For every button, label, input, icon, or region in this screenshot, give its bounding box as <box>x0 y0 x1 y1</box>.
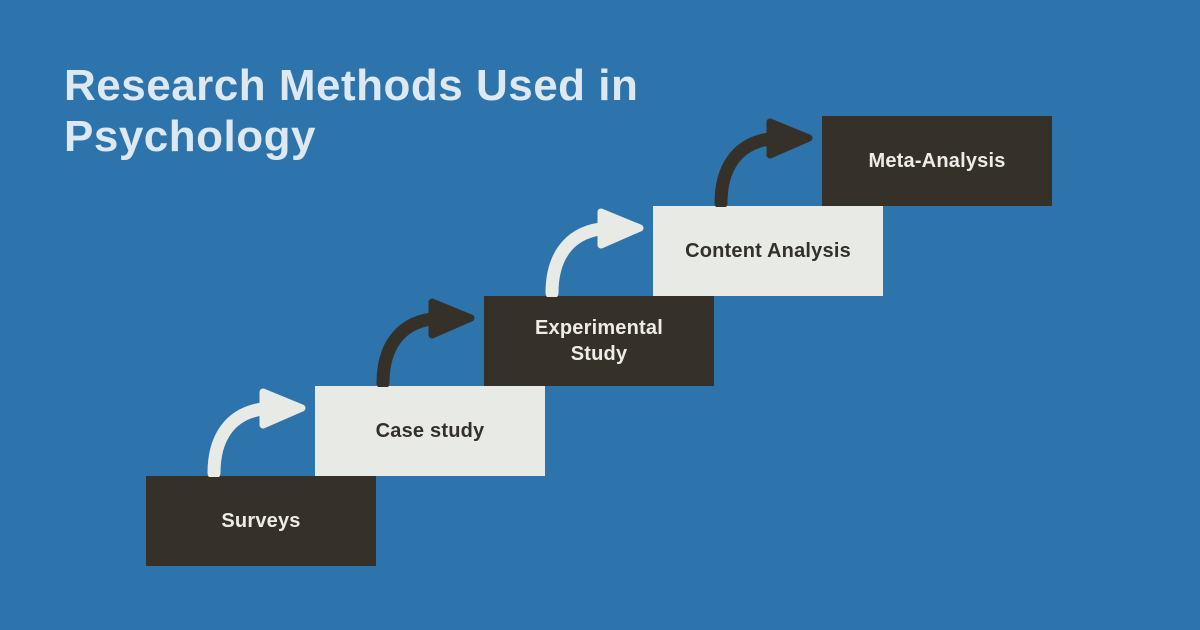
curved-arrow-icon <box>711 117 815 207</box>
page-title: Research Methods Used in Psychology <box>64 61 639 162</box>
step-box-surveys: Surveys <box>146 476 376 566</box>
step-label-meta-analysis: Meta-Analysis <box>868 150 1006 172</box>
step-box-meta-analysis: Meta-Analysis <box>822 116 1052 206</box>
curved-arrow-icon <box>373 297 477 387</box>
step-box-experimental-study: Experimental Study <box>484 296 714 386</box>
curved-arrow-icon <box>204 387 308 477</box>
step-label-case-study: Case study <box>375 420 485 442</box>
step-box-content-analysis: Content Analysis <box>653 206 883 296</box>
curved-arrow-icon <box>542 207 646 297</box>
step-label-content-analysis: Content Analysis <box>685 240 851 262</box>
step-label-surveys: Surveys <box>221 510 301 532</box>
step-box-case-study: Case study <box>315 386 545 476</box>
step-label-experimental-study: Experimental Study <box>534 317 663 365</box>
